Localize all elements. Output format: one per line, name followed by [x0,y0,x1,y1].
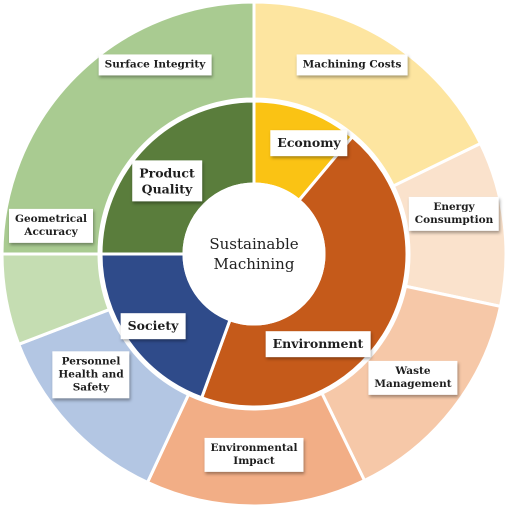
outer-label-environmental-impact: Environmental Impact [204,437,304,473]
center-label: Sustainable Machining [209,234,299,273]
outer-label-surface-integrity: Surface Integrity [98,54,212,76]
outer-sector-geometrical-accuracy [0,252,112,347]
inner-label-society: Society [120,313,186,339]
inner-label-economy: Economy [270,130,348,156]
outer-sector-machining-costs [252,0,483,189]
outer-label-energy-consumption: Energy Consumption [408,196,500,232]
outer-label-personnel-health-and-safety: Personnel Health and Safety [52,351,130,399]
center-circle [182,182,326,326]
inner-label-environment: Environment [265,331,371,357]
outer-label-geometrical-accuracy: Geometrical Accuracy [9,208,93,244]
inner-label-product-quality: Product Quality [132,160,202,202]
outer-label-machining-costs: Machining Costs [296,54,408,76]
outer-label-waste-management: Waste Management [368,360,458,396]
